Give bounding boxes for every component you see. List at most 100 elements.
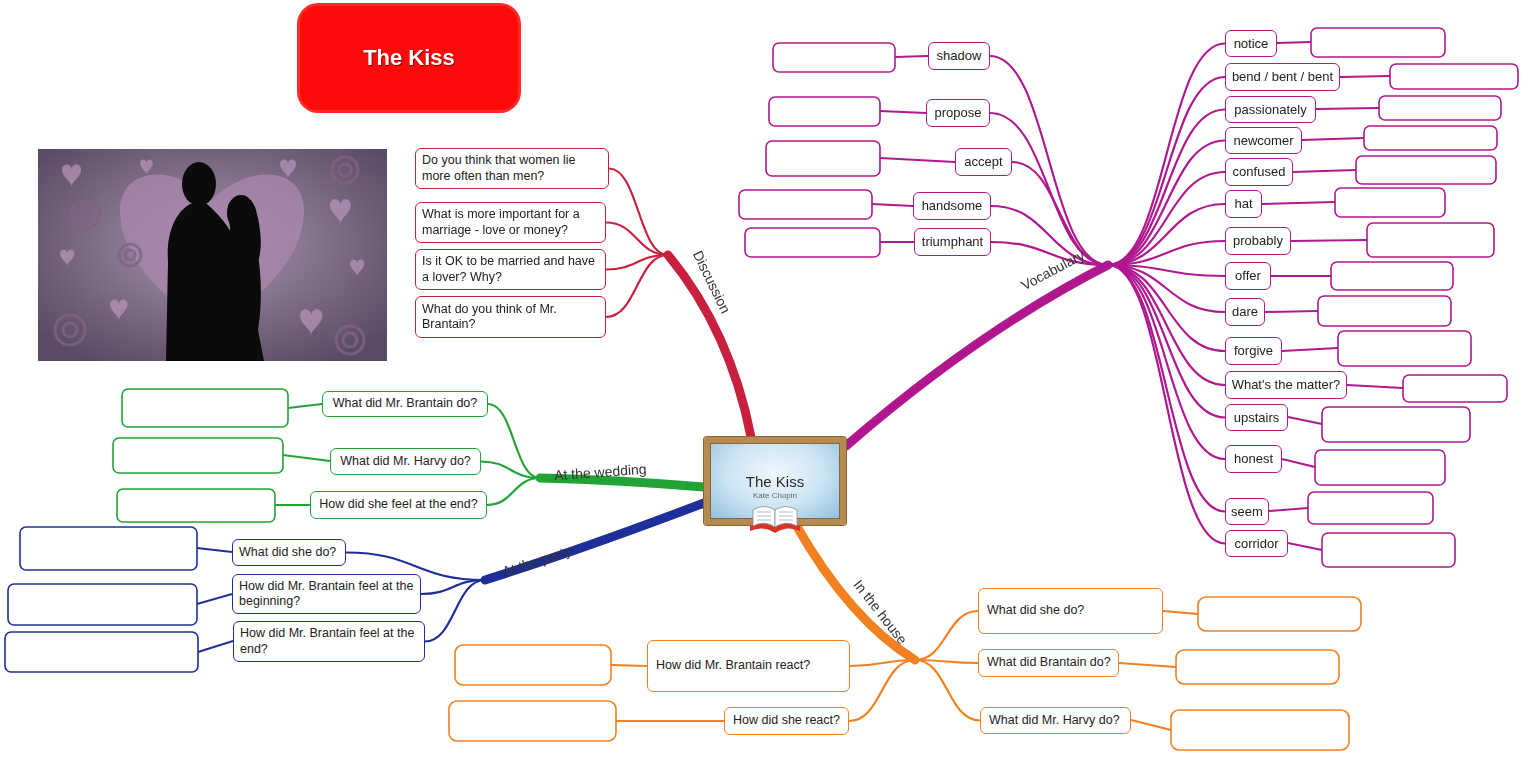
answer-box bbox=[1198, 597, 1361, 631]
leader-line bbox=[1269, 508, 1308, 511]
node-title: honest bbox=[1234, 451, 1273, 467]
vocabulary-word: bend / bent / bent bbox=[1225, 63, 1340, 91]
node-title: How did Mr. Brantain feel at the end? bbox=[240, 626, 418, 657]
node-title: seem bbox=[1231, 504, 1263, 520]
answer-box bbox=[1335, 188, 1445, 217]
vocabulary-word: notice bbox=[1225, 30, 1277, 57]
vocabulary-word: forgive bbox=[1225, 337, 1282, 365]
leader-line bbox=[1262, 202, 1335, 204]
leader-line bbox=[880, 241, 914, 243]
answer-box bbox=[1322, 407, 1470, 442]
node-title: notice bbox=[1234, 36, 1269, 52]
silhouettes bbox=[166, 162, 264, 361]
question-box: Do you think that women lie more often t… bbox=[415, 148, 609, 189]
vocabulary-word: probably bbox=[1225, 227, 1291, 255]
question-box: What do you think of Mr. Brantain? bbox=[415, 296, 606, 338]
leader-line bbox=[880, 111, 926, 113]
answer-box bbox=[773, 43, 895, 72]
branch-connector bbox=[846, 265, 1225, 459]
branch-connector bbox=[846, 172, 1225, 446]
answer-box bbox=[8, 584, 197, 625]
couple-illustration bbox=[38, 149, 387, 361]
leader-line bbox=[1291, 240, 1367, 241]
leader-line bbox=[283, 455, 330, 461]
node-title: What did she do? bbox=[239, 545, 339, 560]
question-box: What did Mr. Harvy do? bbox=[980, 707, 1131, 734]
branch-connector bbox=[846, 44, 1225, 446]
node-title: How did she react? bbox=[733, 713, 842, 728]
node-title: probably bbox=[1233, 233, 1283, 249]
leader-line bbox=[1316, 108, 1379, 109]
leader-line bbox=[1131, 720, 1171, 730]
node-title: What did Brantain do? bbox=[987, 655, 1112, 670]
answer-box bbox=[1390, 64, 1518, 89]
node-title: Is it OK to be married and have a lover?… bbox=[422, 254, 599, 285]
node-title: Do you think that women lie more often t… bbox=[422, 153, 602, 184]
question-box: How did Mr. Brantain feel at the beginni… bbox=[232, 574, 421, 614]
branch-connector bbox=[606, 255, 751, 437]
leader-line bbox=[895, 56, 928, 57]
leader-line bbox=[880, 158, 955, 162]
node-title: accept bbox=[964, 154, 1002, 170]
answer-boxes bbox=[5, 28, 1518, 750]
title-banner: The Kiss bbox=[300, 6, 518, 110]
leader-line bbox=[1271, 275, 1331, 277]
node-title: How did Mr. Brantain feel at the beginni… bbox=[239, 579, 414, 610]
node-title: confused bbox=[1233, 164, 1286, 180]
party-leaders bbox=[197, 548, 233, 652]
branch-connector bbox=[846, 265, 1225, 446]
answer-box bbox=[766, 141, 880, 176]
branch-connector bbox=[846, 265, 1225, 446]
vocabulary-word: dare bbox=[1225, 298, 1265, 326]
branch-connector bbox=[609, 169, 751, 438]
leader-line bbox=[197, 594, 232, 604]
branch-connector bbox=[481, 462, 704, 488]
vocabulary-word: What's the matter? bbox=[1225, 371, 1347, 399]
answer-box bbox=[1322, 533, 1455, 567]
central-topic: The KissKate Chopin bbox=[704, 437, 846, 525]
node-title: What's the matter? bbox=[1232, 377, 1341, 393]
node-title: corridor bbox=[1234, 536, 1278, 552]
leader-line bbox=[198, 641, 233, 652]
node-title: What did Mr. Harvy do? bbox=[340, 454, 471, 469]
leader-line bbox=[275, 504, 310, 506]
answer-box bbox=[113, 438, 283, 473]
node-title: How did she feel at the end? bbox=[319, 497, 477, 512]
branch-connector bbox=[425, 503, 704, 642]
leader-line bbox=[1293, 170, 1356, 172]
node-title: triumphant bbox=[922, 234, 983, 250]
vocabulary-word: accept bbox=[955, 148, 1012, 176]
node-title: passionately bbox=[1234, 102, 1306, 118]
answer-box bbox=[1356, 156, 1496, 184]
answer-box bbox=[1403, 375, 1507, 402]
answer-box bbox=[455, 645, 611, 685]
vocabulary-word: hat bbox=[1225, 190, 1262, 218]
question-box: How did she react? bbox=[724, 707, 849, 735]
branch-connector bbox=[487, 478, 704, 505]
vocabulary-word: upstairs bbox=[1225, 404, 1288, 431]
vocabulary-word: corridor bbox=[1225, 530, 1288, 557]
answer-box bbox=[1311, 28, 1445, 57]
node-title: forgive bbox=[1234, 343, 1273, 359]
node-title: The Kiss bbox=[363, 45, 455, 71]
vocabulary-word: handsome bbox=[913, 192, 991, 220]
node-title: shadow bbox=[937, 48, 982, 64]
vocabulary-word: passionately bbox=[1225, 96, 1316, 123]
vocabulary-word: honest bbox=[1225, 445, 1282, 473]
question-box: How did Mr. Brantain react? bbox=[647, 640, 850, 692]
node-title: newcomer bbox=[1234, 133, 1294, 149]
node-subtitle: Kate Chopin bbox=[753, 491, 797, 500]
illustration-background bbox=[38, 149, 387, 361]
question-box: Is it OK to be married and have a lover?… bbox=[415, 249, 606, 290]
answer-box bbox=[117, 489, 275, 522]
branch-label: Discussion bbox=[690, 248, 734, 316]
branch-connector bbox=[846, 265, 1225, 512]
vocabulary-word: seem bbox=[1225, 498, 1269, 525]
answer-box bbox=[1367, 223, 1494, 257]
branch-trunk bbox=[846, 265, 1108, 446]
node-title: upstairs bbox=[1234, 410, 1280, 426]
question-box: What is more important for a marriage - … bbox=[415, 202, 606, 243]
answer-box bbox=[745, 228, 880, 257]
answer-box bbox=[1379, 96, 1501, 120]
